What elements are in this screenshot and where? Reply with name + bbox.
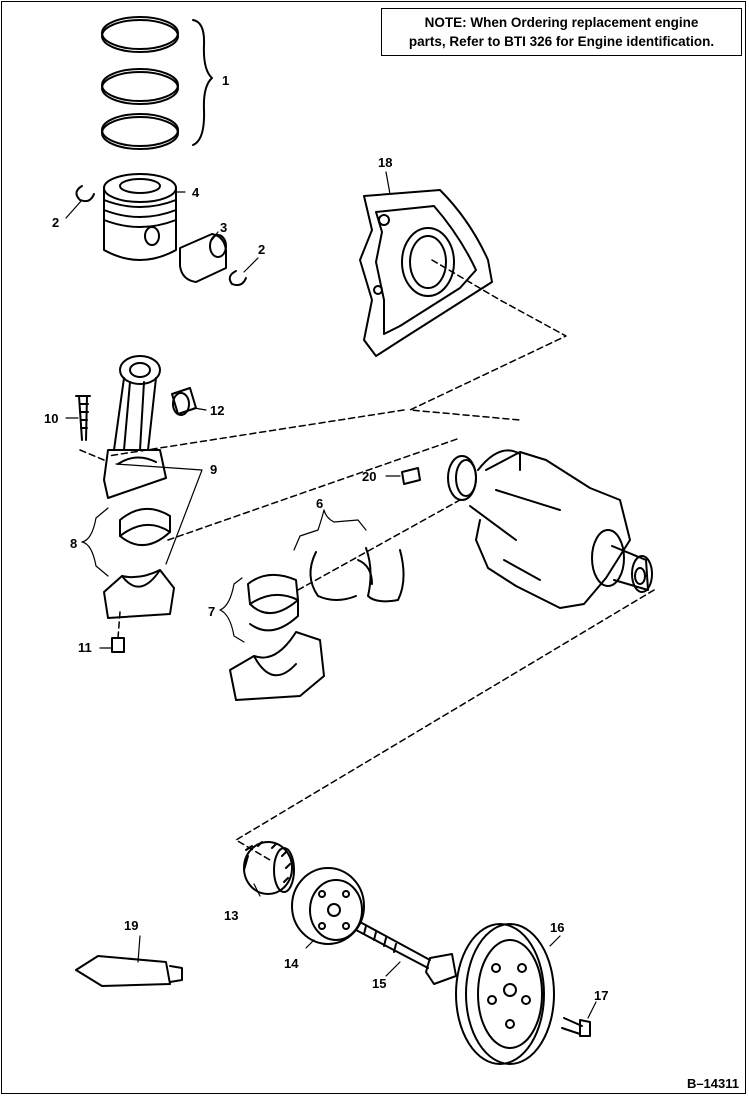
main-bearing-shells — [247, 573, 299, 632]
callout-20: 20 — [362, 469, 376, 484]
callout-3: 3 — [220, 220, 227, 235]
crankshaft — [447, 449, 653, 609]
rear-seal-retainer — [359, 189, 493, 357]
piston-pin — [179, 233, 227, 283]
pulley-bolt — [355, 921, 457, 985]
piston-rings — [101, 16, 213, 150]
callout-2-left: 2 — [52, 215, 59, 230]
crankshaft-hub — [291, 867, 365, 945]
callout-7: 7 — [208, 604, 215, 619]
callout-13: 13 — [224, 908, 238, 923]
callout-1: 1 — [222, 73, 229, 88]
note-heading: NOTE: — [424, 15, 467, 30]
roll-pin — [401, 467, 421, 485]
note-text-line2: parts, Refer to BTI 326 for Engine ident… — [408, 34, 715, 49]
rod-cap — [103, 569, 175, 619]
callout-19: 19 — [124, 918, 138, 933]
callout-17: 17 — [594, 988, 608, 1003]
main-bearing-cap — [229, 631, 325, 701]
rod-bolt — [75, 395, 91, 441]
note-text-line1: When Ordering replacement engine — [470, 15, 699, 30]
callout-10: 10 — [44, 411, 58, 426]
callout-4: 4 — [192, 185, 200, 200]
callout-14: 14 — [284, 956, 299, 971]
callout-16: 16 — [550, 920, 564, 935]
thrust-washers — [309, 547, 405, 603]
callout-12: 12 — [210, 403, 224, 418]
callout-2-right: 2 — [258, 242, 265, 257]
callout-15: 15 — [372, 976, 386, 991]
piston — [103, 173, 177, 261]
callout-9: 9 — [210, 462, 217, 477]
snap-ring-right — [228, 270, 247, 287]
crankshaft-pulley — [455, 923, 555, 1065]
callout-labels: 1 2 4 3 2 18 10 12 9 20 6 8 7 11 13 14 1… — [44, 73, 608, 1003]
rod-bearing-shells — [119, 508, 171, 546]
assembly-lines — [79, 259, 655, 861]
snap-ring-left — [75, 185, 95, 203]
callout-18: 18 — [378, 155, 392, 170]
small-end-bushing — [171, 387, 197, 416]
note-box: NOTE: When Ordering replacement engine p… — [381, 8, 742, 56]
callout-8: 8 — [70, 536, 77, 551]
sealant-tube — [75, 955, 183, 987]
callout-6: 6 — [316, 496, 323, 511]
rod-nut — [111, 637, 125, 653]
callout-11: 11 — [78, 640, 92, 655]
connecting-rod — [103, 355, 167, 499]
leader-lines — [65, 171, 597, 1019]
pulley-cap-screw — [561, 1017, 591, 1037]
figure-reference-id: B–14311 — [686, 1076, 739, 1091]
